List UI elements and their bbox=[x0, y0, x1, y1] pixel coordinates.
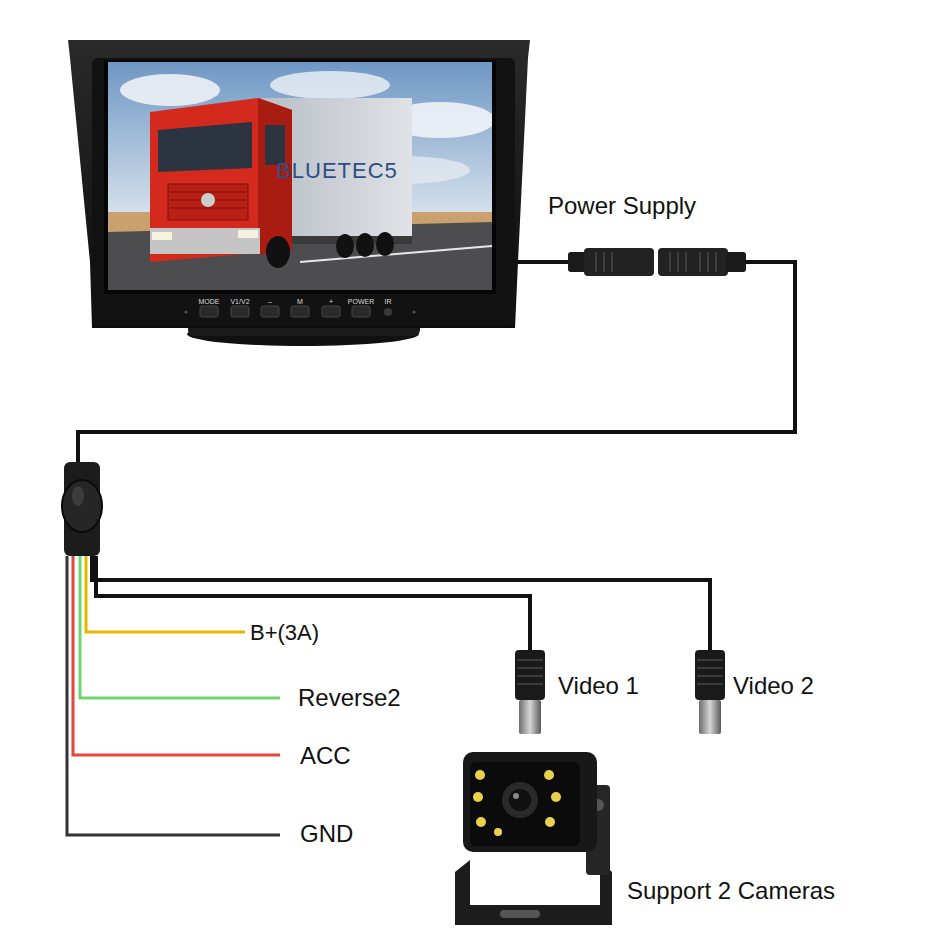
video-cables-part bbox=[697, 660, 723, 684]
video-cables-part bbox=[517, 660, 543, 684]
monitor-buttons-part bbox=[261, 306, 279, 317]
power-cable-part bbox=[726, 252, 746, 272]
button-label: IR bbox=[385, 298, 392, 305]
screen-picture-part bbox=[266, 236, 290, 268]
junction-box bbox=[62, 462, 102, 556]
monitor-buttons-part bbox=[291, 306, 309, 317]
screen-picture-part bbox=[158, 122, 252, 172]
screen-picture-part bbox=[376, 232, 394, 256]
video-cables-part bbox=[515, 650, 545, 700]
power-cable-part bbox=[584, 248, 654, 276]
power-cable bbox=[78, 248, 795, 466]
cable-label: Power Supply bbox=[548, 194, 696, 218]
wire-label: Reverse2 bbox=[298, 686, 401, 710]
camera-part bbox=[513, 793, 519, 799]
camera-part bbox=[545, 817, 555, 827]
button-label: + bbox=[329, 298, 333, 305]
camera-part bbox=[463, 752, 597, 852]
screen-picture-part bbox=[336, 234, 354, 258]
screen-picture-part bbox=[170, 192, 246, 193]
camera-part bbox=[475, 770, 485, 780]
screen-picture-part bbox=[270, 71, 390, 99]
button-label: MODE bbox=[199, 298, 220, 305]
camera-part bbox=[473, 792, 483, 802]
video-cables-part bbox=[96, 556, 530, 652]
camera-part bbox=[544, 770, 554, 780]
video-cables-part bbox=[519, 700, 541, 734]
screen-picture-part bbox=[108, 62, 492, 290]
monitor-buttons-part bbox=[185, 311, 188, 314]
camera-part bbox=[502, 782, 538, 818]
monitor-buttons-part bbox=[413, 311, 416, 314]
button-label: – bbox=[268, 298, 272, 305]
screen-picture-part bbox=[201, 193, 215, 207]
camera-part bbox=[500, 910, 540, 918]
power-cable-part bbox=[658, 248, 728, 276]
screen-picture-part bbox=[170, 208, 246, 209]
monitor-buttons-part bbox=[384, 308, 392, 316]
power-cable-part bbox=[568, 252, 586, 272]
screen-picture-part bbox=[168, 184, 248, 220]
camera bbox=[455, 752, 612, 925]
camera-part bbox=[476, 817, 486, 827]
monitor-part bbox=[92, 58, 515, 326]
camera-label: Support 2 Cameras bbox=[627, 879, 835, 903]
junction-box-part bbox=[72, 486, 84, 506]
signal-wires-part bbox=[73, 556, 280, 755]
monitor-buttons-part bbox=[352, 306, 370, 317]
camera-part bbox=[509, 789, 531, 811]
monitor-buttons-part bbox=[200, 306, 218, 317]
button-label: M bbox=[297, 298, 303, 305]
camera-part bbox=[470, 762, 580, 846]
trailer-brand: BLUETEC5 bbox=[276, 160, 398, 182]
monitor-buttons-part bbox=[322, 306, 340, 317]
wire-label: GND bbox=[300, 822, 353, 846]
camera-part bbox=[494, 828, 502, 836]
monitor-part bbox=[68, 40, 530, 328]
monitor-part bbox=[104, 60, 496, 294]
screen-picture-part bbox=[150, 228, 260, 254]
screen-picture-part bbox=[300, 246, 492, 262]
screen-picture bbox=[108, 62, 492, 290]
video-cables-part bbox=[695, 650, 725, 700]
wire-label: ACC bbox=[300, 744, 351, 768]
connector-label: Video 2 bbox=[733, 674, 814, 698]
camera-part bbox=[551, 792, 561, 802]
screen-picture-part bbox=[238, 230, 258, 238]
screen-picture-part bbox=[120, 74, 220, 106]
video-cables bbox=[92, 556, 725, 734]
button-label: POWER bbox=[348, 298, 374, 305]
power-cable-part bbox=[596, 252, 716, 272]
monitor-buttons-part bbox=[231, 306, 249, 317]
connector-label: Video 1 bbox=[558, 674, 639, 698]
monitor-buttons bbox=[185, 306, 416, 317]
video-cables-part bbox=[699, 700, 721, 734]
wire-label: B+(3A) bbox=[250, 622, 319, 644]
screen-picture-part bbox=[152, 232, 172, 240]
power-cable-part bbox=[78, 262, 795, 466]
button-label: V1/V2 bbox=[230, 298, 249, 305]
screen-picture-part bbox=[356, 233, 374, 257]
screen-picture-part bbox=[265, 125, 285, 165]
junction-box-part bbox=[62, 480, 102, 532]
monitor bbox=[68, 40, 530, 346]
screen-picture-part bbox=[150, 98, 292, 262]
video-cables-part bbox=[92, 556, 710, 652]
